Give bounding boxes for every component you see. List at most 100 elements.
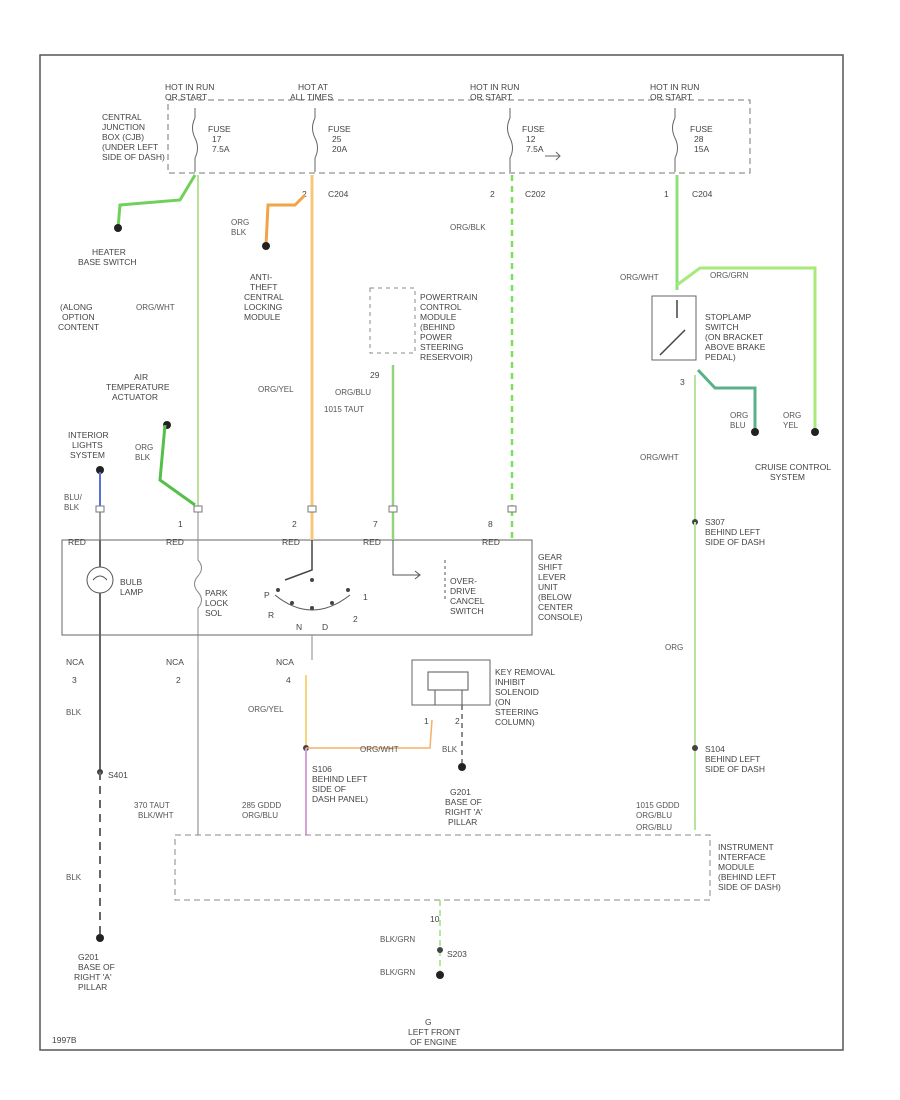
- svg-text:CONTROL: CONTROL: [420, 302, 462, 312]
- svg-text:15A: 15A: [694, 144, 709, 154]
- svg-text:PARK: PARK: [205, 588, 228, 598]
- pin-markers: [95, 505, 517, 513]
- key-solenoid-icon: [427, 671, 469, 691]
- svg-text:ORG/WHT: ORG/WHT: [136, 303, 175, 312]
- svg-text:ORG/YEL: ORG/YEL: [248, 705, 284, 714]
- overdrive-arrow-icon: [392, 540, 421, 580]
- svg-text:ORG: ORG: [135, 443, 153, 452]
- svg-text:THEFT: THEFT: [250, 282, 277, 292]
- svg-text:BLK: BLK: [231, 228, 247, 237]
- component-labels: HEATER BASE SWITCH (ALONG OPTION CONTENT…: [58, 247, 831, 1047]
- svg-text:RIGHT 'A': RIGHT 'A': [74, 972, 112, 982]
- svg-text:SYSTEM: SYSTEM: [70, 450, 105, 460]
- svg-text:MODULE: MODULE: [420, 312, 457, 322]
- svg-text:FUSE: FUSE: [328, 124, 351, 134]
- svg-text:ORG/BLU: ORG/BLU: [636, 823, 672, 832]
- svg-text:ORG/BLU: ORG/BLU: [335, 388, 371, 397]
- svg-text:KEY REMOVAL: KEY REMOVAL: [495, 667, 555, 677]
- svg-text:BOX (CJB): BOX (CJB): [102, 132, 144, 142]
- svg-text:JUNCTION: JUNCTION: [102, 122, 145, 132]
- svg-text:OVER-: OVER-: [450, 576, 477, 586]
- svg-text:SOL: SOL: [205, 608, 222, 618]
- wire-labels: ORG/WHT ORG/WHT ORG/WHT ORG/BLK ORG BLK …: [64, 218, 801, 977]
- svg-text:NCA: NCA: [166, 657, 184, 667]
- stoplamp-switch-box: [651, 295, 697, 361]
- svg-text:MODULE: MODULE: [244, 312, 281, 322]
- svg-text:BLK: BLK: [442, 745, 458, 754]
- svg-text:ORG/WHT: ORG/WHT: [640, 453, 679, 462]
- s203-splice-icon: [437, 947, 443, 953]
- fuse-labels: FUSE 17 7.5A FUSE 25 20A FUSE 12 7.5A FU…: [208, 124, 713, 154]
- svg-text:INHIBIT: INHIBIT: [495, 677, 525, 687]
- svg-text:ORG/WHT: ORG/WHT: [360, 745, 399, 754]
- figure-id: 1997B: [52, 1035, 77, 1045]
- svg-text:1015 TAUT: 1015 TAUT: [324, 405, 364, 414]
- svg-text:RED: RED: [68, 537, 86, 547]
- svg-text:GEAR: GEAR: [538, 552, 562, 562]
- svg-text:SIDE OF DASH): SIDE OF DASH): [102, 152, 165, 162]
- svg-text:20A: 20A: [332, 144, 347, 154]
- cjb-box: [167, 99, 751, 174]
- svg-text:UNIT: UNIT: [538, 582, 558, 592]
- svg-text:ORG: ORG: [783, 411, 801, 420]
- fuse-symbol-4: [672, 108, 678, 172]
- svg-text:SIDE OF DASH): SIDE OF DASH): [718, 882, 781, 892]
- hot-label-4: HOT IN RUN: [650, 82, 699, 92]
- svg-text:2: 2: [455, 716, 460, 726]
- hot-label-2: HOT AT: [298, 82, 328, 92]
- wire-stoplamp-blu: [696, 368, 757, 430]
- svg-text:BEHIND LEFT: BEHIND LEFT: [705, 527, 760, 537]
- svg-text:SWITCH: SWITCH: [450, 606, 484, 616]
- svg-text:OPTION: OPTION: [62, 312, 95, 322]
- svg-text:NCA: NCA: [66, 657, 84, 667]
- svg-text:ORG/BLK: ORG/BLK: [450, 223, 486, 232]
- svg-text:LOCKING: LOCKING: [244, 302, 282, 312]
- svg-text:RED: RED: [363, 537, 381, 547]
- ism-box: [174, 834, 711, 901]
- svg-text:SYSTEM: SYSTEM: [770, 472, 805, 482]
- svg-text:STOPLAMP: STOPLAMP: [705, 312, 751, 322]
- svg-text:STEERING: STEERING: [495, 707, 538, 717]
- g201-ground-icon: [96, 934, 104, 942]
- svg-text:LIGHTS: LIGHTS: [72, 440, 103, 450]
- fuses: [192, 108, 678, 172]
- svg-text:CENTRAL: CENTRAL: [244, 292, 284, 302]
- hot-label-3b: OR START: [470, 92, 512, 102]
- svg-text:POWERTRAIN: POWERTRAIN: [420, 292, 477, 302]
- interior-connector-icon: [96, 466, 104, 474]
- svg-text:YEL: YEL: [783, 421, 799, 430]
- svg-text:G201: G201: [78, 952, 99, 962]
- stoplamp-blu-connector-icon: [751, 428, 759, 436]
- hot-labels: HOT IN RUN OR START HOT AT ALL TIMES HOT…: [165, 82, 699, 102]
- svg-text:DRIVE: DRIVE: [450, 586, 476, 596]
- svg-text:BLU: BLU: [730, 421, 746, 430]
- svg-text:HEATER: HEATER: [92, 247, 126, 257]
- g-ground-icon: [436, 971, 444, 979]
- svg-text:25: 25: [332, 134, 342, 144]
- svg-text:ORG/YEL: ORG/YEL: [258, 385, 294, 394]
- svg-text:FUSE: FUSE: [690, 124, 713, 134]
- fuse-symbol-3: [507, 108, 513, 172]
- svg-text:10: 10: [430, 914, 440, 924]
- hot-label-1: HOT IN RUN: [165, 82, 214, 92]
- s104-splice-icon: [692, 745, 698, 751]
- wire-air-temp: [158, 424, 196, 507]
- park-lock-coil-icon: [194, 540, 202, 660]
- fuse-symbol-2: [312, 108, 318, 172]
- svg-text:12: 12: [526, 134, 536, 144]
- svg-text:ABOVE BRAKE: ABOVE BRAKE: [705, 342, 766, 352]
- svg-text:(BEHIND LEFT: (BEHIND LEFT: [718, 872, 776, 882]
- svg-text:4: 4: [286, 675, 291, 685]
- svg-text:S401: S401: [108, 770, 128, 780]
- svg-text:FUSE: FUSE: [208, 124, 231, 134]
- svg-text:(ALONG: (ALONG: [60, 302, 93, 312]
- c204-pin: 2: [302, 189, 307, 199]
- svg-text:ORG/BLU: ORG/BLU: [242, 811, 278, 820]
- svg-text:SIDE OF DASH: SIDE OF DASH: [705, 537, 765, 547]
- outer-border: [39, 54, 844, 1051]
- c204-label: C204: [328, 189, 349, 199]
- svg-text:17: 17: [212, 134, 222, 144]
- svg-text:COLUMN): COLUMN): [495, 717, 535, 727]
